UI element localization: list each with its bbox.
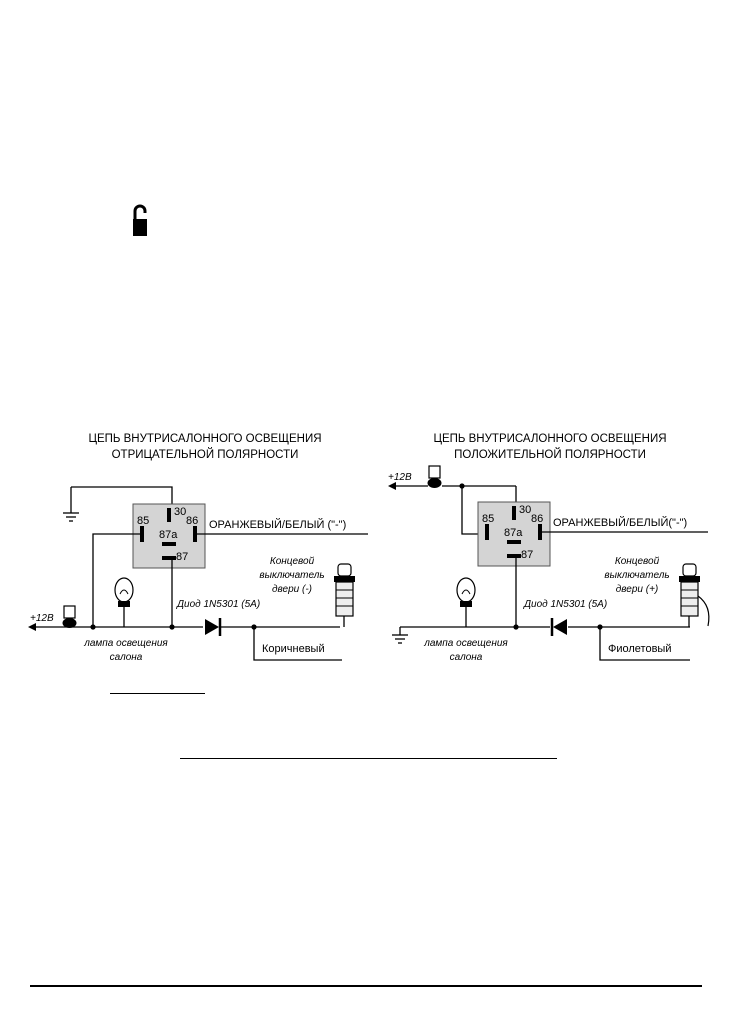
diode-icon bbox=[550, 618, 567, 636]
unlocked-padlock-icon bbox=[133, 204, 147, 236]
output-wire-label: Фиолетовый bbox=[608, 643, 671, 655]
relay-icon bbox=[132, 503, 206, 569]
pin-86-label: 86 bbox=[186, 515, 198, 527]
lamp-icon bbox=[114, 577, 134, 627]
pin-87-label: 87 bbox=[176, 551, 188, 563]
pin-87a-label: 87a bbox=[504, 527, 523, 539]
pin-30-label: 30 bbox=[174, 506, 186, 518]
pin-86-label: 86 bbox=[531, 513, 543, 525]
door-switch-icon bbox=[679, 563, 710, 627]
negative-polarity-diagram: ЦЕПЬ ВНУТРИСАЛОННОГО ОСВЕЩЕНИЯ ОТРИЦАТЕЛ… bbox=[0, 418, 380, 718]
diode-icon bbox=[205, 618, 222, 636]
diode-label: Диод 1N5301 (5A) bbox=[176, 599, 260, 610]
ground-icon bbox=[392, 627, 408, 644]
orange-white-wire-label: ОРАНЖЕВЫЙ/БЕЛЫЙ("-") bbox=[553, 516, 687, 529]
pin-85-label: 85 bbox=[482, 513, 494, 525]
door-switch-icon bbox=[334, 563, 355, 627]
switch-label-line3: двери (+) bbox=[616, 584, 659, 595]
output-wire-label: Коричневый bbox=[262, 643, 325, 655]
fuse-icon bbox=[427, 465, 442, 488]
supply-label: +12В bbox=[388, 472, 412, 483]
short-underline bbox=[110, 693, 205, 694]
switch-label-line3: двери (-) bbox=[272, 584, 312, 595]
pin-87-label: 87 bbox=[521, 549, 533, 561]
fuse-icon bbox=[62, 605, 77, 628]
lamp-label-line1: лампа освещения bbox=[423, 638, 508, 649]
switch-label-line1: Концевой bbox=[270, 556, 315, 567]
switch-label-line2: выключатель bbox=[259, 570, 324, 581]
diagram-title-line2: ПОЛОЖИТЕЛЬНОЙ ПОЛЯРНОСТИ bbox=[454, 448, 646, 461]
lamp-label-line2: салона bbox=[450, 652, 483, 663]
switch-label-line1: Концевой bbox=[615, 556, 660, 567]
pin-85-label: 85 bbox=[137, 515, 149, 527]
diode-label: Диод 1N5301 (5A) bbox=[523, 599, 607, 610]
switch-label-line2: выключатель bbox=[604, 570, 669, 581]
positive-polarity-diagram: ЦЕПЬ ВНУТРИСАЛОННОГО ОСВЕЩЕНИЯ ПОЛОЖИТЕЛ… bbox=[360, 418, 738, 718]
lamp-icon bbox=[456, 577, 476, 627]
pin-30-label: 30 bbox=[519, 504, 531, 516]
diagram-title-line1: ЦЕПЬ ВНУТРИСАЛОННОГО ОСВЕЩЕНИЯ bbox=[88, 433, 321, 445]
relay-icon bbox=[477, 501, 551, 567]
footer-rule bbox=[30, 985, 702, 987]
ground-icon bbox=[63, 487, 79, 522]
lamp-label-line1: лампа освещения bbox=[83, 638, 168, 649]
supply-label: +12В bbox=[30, 613, 54, 624]
diagram-title-line2: ОТРИЦАТЕЛЬНОЙ ПОЛЯРНОСТИ bbox=[112, 448, 299, 461]
diagram-title-line1: ЦЕПЬ ВНУТРИСАЛОННОГО ОСВЕЩЕНИЯ bbox=[433, 433, 666, 445]
pin-87a-label: 87a bbox=[159, 529, 178, 541]
lamp-label-line2: салона bbox=[110, 652, 143, 663]
orange-white-wire-label: ОРАНЖЕВЫЙ/БЕЛЫЙ ("-") bbox=[209, 518, 346, 531]
long-underline bbox=[180, 758, 557, 759]
